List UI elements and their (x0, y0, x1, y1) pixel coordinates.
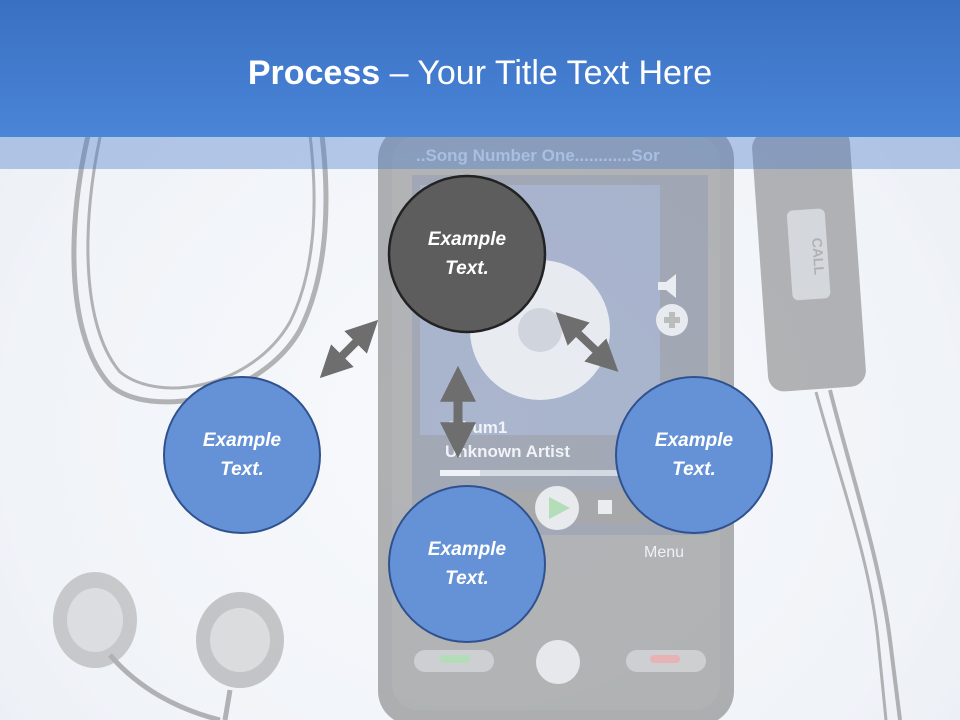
arrow-center-left (319, 319, 379, 379)
song-ticker: ..Song Number One............Sor (416, 146, 660, 165)
earphone-cable-right (828, 389, 902, 720)
title-underband (0, 137, 960, 169)
circle-right (615, 376, 773, 534)
home-key (536, 640, 580, 684)
stop-icon (598, 500, 612, 514)
title-bold: Process (247, 54, 381, 92)
slide-title: Process – Your Title Text Here (0, 54, 960, 93)
earbud-right (196, 592, 284, 720)
cable-button-label: CALL (809, 237, 828, 276)
arrow-center-right (555, 312, 619, 372)
circle-left (163, 376, 321, 534)
title-bar: Process – Your Title Text Here (0, 0, 960, 137)
earbud-left (53, 572, 221, 720)
earphone-cable-left-inner (86, 119, 316, 390)
artist-label: Unknown Artist (445, 442, 570, 461)
circle-bottom (388, 485, 546, 643)
speaker-icon (658, 274, 676, 298)
title-rest: – Your Title Text Here (380, 54, 713, 92)
menu-label: Menu (644, 544, 684, 561)
circle-center (387, 174, 547, 334)
